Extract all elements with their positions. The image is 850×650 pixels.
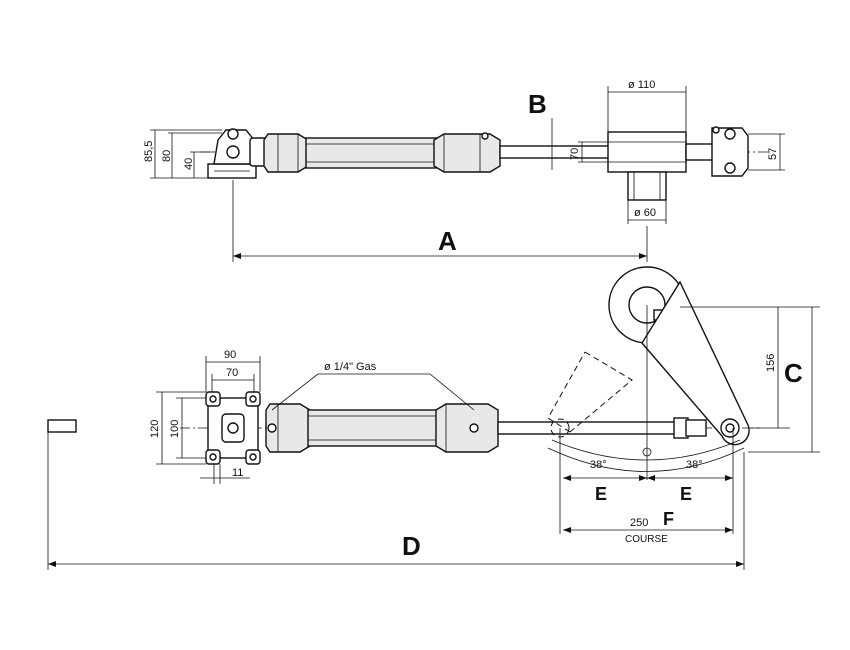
dim-57: 57 <box>767 148 779 160</box>
top-view <box>150 86 785 262</box>
label-d: D <box>402 531 421 561</box>
dim-90: 90 <box>224 349 236 361</box>
label-c: C <box>784 358 803 388</box>
dim-120: 120 <box>149 420 161 438</box>
dim-85-5: 85,5 <box>143 141 155 162</box>
label-f: F <box>663 509 674 529</box>
dim-80: 80 <box>161 150 173 162</box>
side-view <box>47 266 820 570</box>
label-e-right: E <box>680 484 692 504</box>
dim-70-top: 70 <box>569 148 581 160</box>
dim-gas: ø 1/4" Gas <box>324 361 377 373</box>
dim-156: 156 <box>765 354 777 372</box>
dim-250: 250 <box>630 517 648 529</box>
label-a: A <box>438 226 457 256</box>
label-e-left: E <box>595 484 607 504</box>
dim-100: 100 <box>169 420 181 438</box>
dim-d110: ø 110 <box>628 79 655 91</box>
label-b: B <box>528 89 547 119</box>
dim-70-bottom: 70 <box>226 367 238 379</box>
dim-11: 11 <box>232 467 243 479</box>
dim-40: 40 <box>183 158 195 170</box>
dim-angle-left: 38° <box>590 459 607 471</box>
dim-d60: ø 60 <box>634 207 656 219</box>
label-course: COURSE <box>625 534 668 545</box>
dim-angle-right: 38° <box>686 459 703 471</box>
